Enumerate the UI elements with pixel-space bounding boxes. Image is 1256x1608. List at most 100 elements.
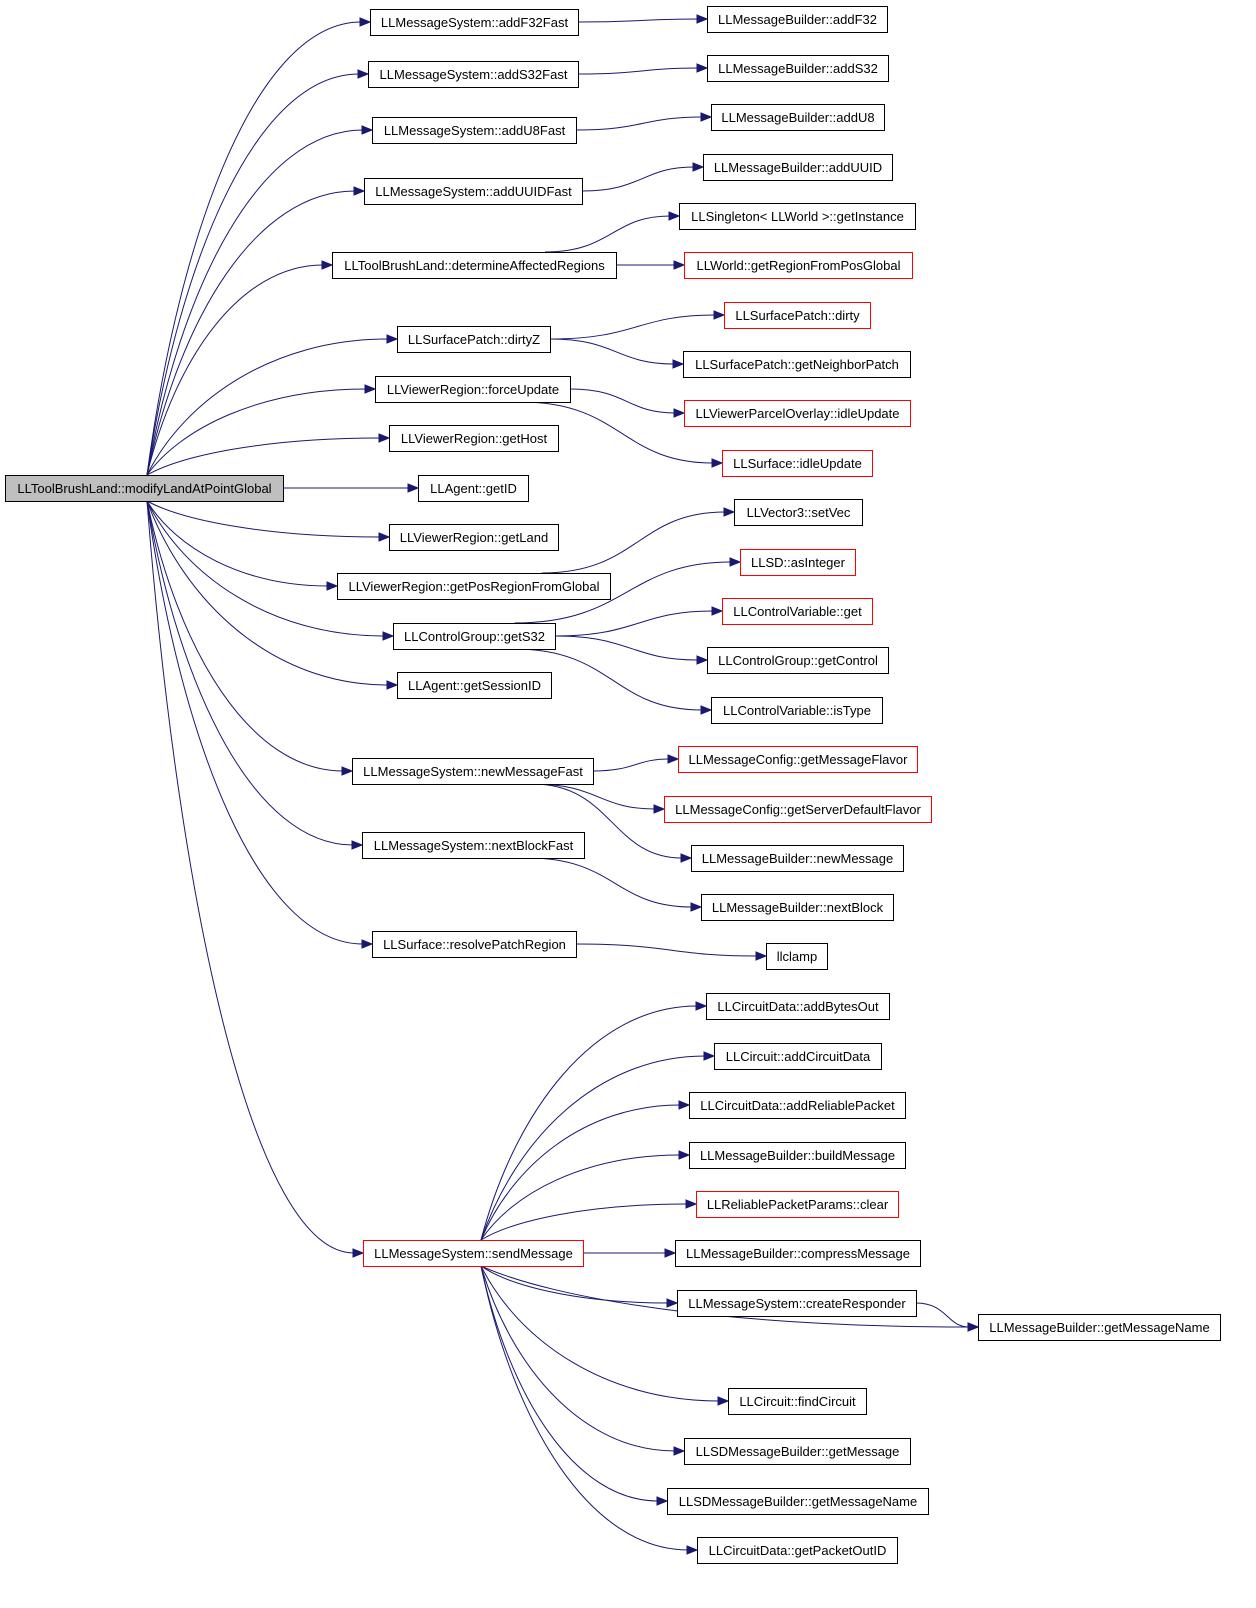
node-tbl_determine[interactable]: LLToolBrushLand::determineAffectedRegion… bbox=[332, 252, 617, 279]
node-vr_forceUpdate[interactable]: LLViewerRegion::forceUpdate bbox=[375, 376, 571, 403]
node-sdmb_getMessage[interactable]: LLSDMessageBuilder::getMessage bbox=[684, 1438, 911, 1465]
node-mb_compress[interactable]: LLMessageBuilder::compressMessage bbox=[675, 1240, 921, 1267]
node-label: LLMessageBuilder::addUUID bbox=[714, 160, 882, 175]
edge-ms_sendMessage-to-mb_buildMessage bbox=[480, 1154, 681, 1241]
node-box bbox=[707, 55, 889, 82]
node-ms_createResponder[interactable]: LLMessageSystem::createResponder bbox=[677, 1290, 917, 1317]
node-ms_newMessageFast[interactable]: LLMessageSystem::newMessageFast bbox=[352, 758, 594, 785]
node-label: LLSurfacePatch::dirtyZ bbox=[408, 332, 540, 347]
node-label: LLSurface::resolvePatchRegion bbox=[383, 937, 566, 952]
edge-ms_sendMessage-to-circuit_find bbox=[480, 1265, 720, 1402]
node-label: LLReliablePacketParams::clear bbox=[707, 1197, 889, 1212]
edge-cg_getS32-to-cv_get bbox=[554, 610, 714, 637]
node-sp_getNeighbor[interactable]: LLSurfacePatch::getNeighborPatch bbox=[683, 351, 911, 378]
node-cd_getPacketOutID[interactable]: LLCircuitData::getPacketOutID bbox=[697, 1537, 898, 1564]
node-ms_addUUIDFast[interactable]: LLMessageSystem::addUUIDFast bbox=[364, 178, 583, 205]
call-edges bbox=[146, 14, 980, 1555]
node-surface_resolve[interactable]: LLSurface::resolvePatchRegion bbox=[372, 931, 577, 958]
node-label: LLToolBrushLand::modifyLandAtPointGlobal bbox=[17, 481, 271, 496]
node-label: LLViewerParcelOverlay::idleUpdate bbox=[695, 406, 899, 421]
arrowhead-world_getRegion bbox=[673, 260, 686, 270]
node-cd_addReliable[interactable]: LLCircuitData::addReliablePacket bbox=[689, 1092, 906, 1119]
node-ms_nextBlockFast[interactable]: LLMessageSystem::nextBlockFast bbox=[362, 832, 585, 859]
node-box bbox=[740, 549, 856, 576]
edge-root-to-ms_addUUIDFast bbox=[146, 190, 356, 476]
node-mb_buildMessage[interactable]: LLMessageBuilder::buildMessage bbox=[689, 1142, 906, 1169]
node-mb_addU8[interactable]: LLMessageBuilder::addU8 bbox=[711, 104, 885, 131]
node-cv_get[interactable]: LLControlVariable::get bbox=[722, 598, 873, 625]
edge-ms_sendMessage-to-rpp_clear bbox=[480, 1203, 688, 1241]
arrowhead-mb_getMessageName bbox=[967, 1322, 980, 1332]
node-mb_addUUID[interactable]: LLMessageBuilder::addUUID bbox=[703, 154, 893, 181]
node-label: LLSDMessageBuilder::getMessage bbox=[696, 1444, 900, 1459]
node-label: LLMessageBuilder::buildMessage bbox=[700, 1148, 895, 1163]
arrowhead-agent_getID bbox=[407, 483, 420, 493]
node-agent_getID[interactable]: LLAgent::getID bbox=[418, 475, 529, 502]
node-sp_dirtyZ[interactable]: LLSurfacePatch::dirtyZ bbox=[397, 326, 551, 353]
node-world_getRegion[interactable]: LLWorld::getRegionFromPosGlobal bbox=[684, 252, 913, 279]
node-ms_addS32Fast[interactable]: LLMessageSystem::addS32Fast bbox=[368, 61, 579, 88]
node-label: LLMessageBuilder::addS32 bbox=[718, 61, 878, 76]
node-box bbox=[706, 993, 890, 1020]
node-root[interactable]: LLToolBrushLand::modifyLandAtPointGlobal bbox=[5, 475, 284, 502]
node-label: LLMessageBuilder::addF32 bbox=[718, 12, 877, 27]
node-mb_nextBlock[interactable]: LLMessageBuilder::nextBlock bbox=[701, 894, 894, 921]
node-mb_getMessageName[interactable]: LLMessageBuilder::getMessageName bbox=[978, 1314, 1221, 1341]
node-box bbox=[711, 697, 883, 724]
node-label: LLViewerRegion::getHost bbox=[401, 431, 548, 446]
node-ms_sendMessage[interactable]: LLMessageSystem::sendMessage bbox=[363, 1240, 584, 1267]
node-cv_isType[interactable]: LLControlVariable::isType bbox=[711, 697, 883, 724]
node-vr_getHost[interactable]: LLViewerRegion::getHost bbox=[389, 425, 559, 452]
edge-ms_sendMessage-to-cd_addReliable bbox=[480, 1104, 681, 1241]
node-ms_addU8Fast[interactable]: LLMessageSystem::addU8Fast bbox=[372, 117, 577, 144]
node-mc_getFlavor[interactable]: LLMessageConfig::getMessageFlavor bbox=[678, 746, 918, 773]
edge-vr_forceUpdate-to-vpo_idleUpdate bbox=[569, 388, 676, 414]
node-vr_getPosRegion[interactable]: LLViewerRegion::getPosRegionFromGlobal bbox=[337, 573, 611, 600]
edge-root-to-surface_resolve bbox=[146, 500, 364, 945]
node-agent_getSessionID[interactable]: LLAgent::getSessionID bbox=[397, 672, 552, 699]
node-vec3_setVec[interactable]: LLVector3::setVec bbox=[734, 499, 863, 526]
node-mb_addF32[interactable]: LLMessageBuilder::addF32 bbox=[707, 6, 888, 33]
node-box bbox=[675, 1240, 921, 1267]
edge-root-to-cg_getS32 bbox=[146, 500, 385, 637]
node-label: LLSD::asInteger bbox=[751, 555, 846, 570]
node-ms_addF32Fast[interactable]: LLMessageSystem::addF32Fast bbox=[370, 9, 579, 36]
node-cd_addBytesOut[interactable]: LLCircuitData::addBytesOut bbox=[706, 993, 890, 1020]
node-cg_getControl[interactable]: LLControlGroup::getControl bbox=[707, 647, 889, 674]
node-circuit_find[interactable]: LLCircuit::findCircuit bbox=[728, 1388, 867, 1415]
node-rpp_clear[interactable]: LLReliablePacketParams::clear bbox=[696, 1191, 899, 1218]
node-sp_dirty[interactable]: LLSurfacePatch::dirty bbox=[724, 302, 871, 329]
node-llsd_asInteger[interactable]: LLSD::asInteger bbox=[740, 549, 856, 576]
node-llclamp[interactable]: llclamp bbox=[766, 943, 828, 970]
node-singleton[interactable]: LLSingleton< LLWorld >::getInstance bbox=[679, 203, 916, 230]
edge-ms_nextBlockFast-to-mb_nextBlock bbox=[528, 857, 693, 908]
node-label: LLMessageSystem::addU8Fast bbox=[384, 123, 566, 138]
arrowhead-rpp_clear bbox=[685, 1199, 698, 1209]
edge-vr_forceUpdate-to-surface_idleUpdate bbox=[521, 401, 714, 464]
node-mb_addS32[interactable]: LLMessageBuilder::addS32 bbox=[707, 55, 889, 82]
node-sdmb_getMessageName[interactable]: LLSDMessageBuilder::getMessageName bbox=[667, 1488, 929, 1515]
edge-root-to-vr_forceUpdate bbox=[146, 388, 367, 476]
edge-surface_resolve-to-llclamp bbox=[575, 943, 758, 957]
node-box bbox=[689, 1092, 906, 1119]
node-box bbox=[684, 1438, 911, 1465]
node-mc_getServerDefault[interactable]: LLMessageConfig::getServerDefaultFlavor bbox=[664, 796, 932, 823]
node-surface_idleUpdate[interactable]: LLSurface::idleUpdate bbox=[722, 450, 873, 477]
node-label: LLMessageBuilder::addU8 bbox=[721, 110, 874, 125]
node-vr_getLand[interactable]: LLViewerRegion::getLand bbox=[389, 524, 559, 551]
node-box bbox=[418, 475, 529, 502]
node-label: llclamp bbox=[777, 949, 817, 964]
node-circuit_addCircuitData[interactable]: LLCircuit::addCircuitData bbox=[714, 1043, 882, 1070]
arrowhead-cg_getS32 bbox=[382, 631, 395, 641]
node-label: LLMessageConfig::getServerDefaultFlavor bbox=[675, 802, 921, 817]
node-vpo_idleUpdate[interactable]: LLViewerParcelOverlay::idleUpdate bbox=[684, 400, 911, 427]
node-box bbox=[375, 376, 571, 403]
node-box bbox=[397, 672, 552, 699]
node-mb_newMessage[interactable]: LLMessageBuilder::newMessage bbox=[691, 845, 904, 872]
arrowhead-mb_newMessage bbox=[680, 853, 693, 863]
edge-ms_addUUIDFast-to-mb_addUUID bbox=[581, 166, 695, 192]
edge-cg_getS32-to-cv_isType bbox=[514, 648, 703, 711]
node-label: LLControlVariable::isType bbox=[723, 703, 871, 718]
node-box bbox=[728, 1388, 867, 1415]
node-cg_getS32[interactable]: LLControlGroup::getS32 bbox=[393, 623, 556, 650]
